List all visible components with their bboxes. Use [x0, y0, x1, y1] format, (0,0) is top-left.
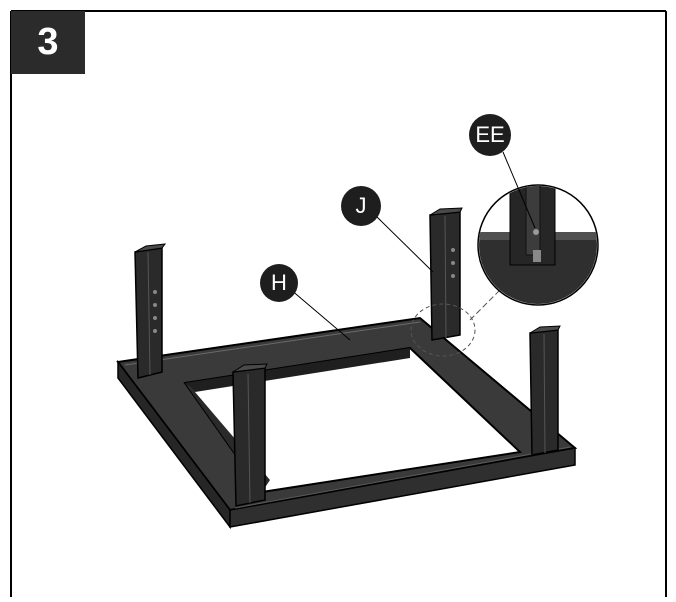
leader-ee [502, 151, 536, 229]
callout-j: J [341, 186, 381, 226]
callout-ee: EE [469, 114, 511, 156]
leader-h [289, 288, 351, 341]
leg-back-left [134, 243, 167, 379]
base-frame [116, 316, 578, 530]
leg-back-right [429, 207, 463, 341]
detail-marker [410, 303, 476, 357]
magnified-detail [477, 184, 599, 306]
leg-front-right [529, 325, 561, 456]
leader-j [374, 214, 434, 273]
callout-h: H [260, 264, 298, 302]
step-number-badge: 3 [11, 11, 85, 74]
leg-front-left [232, 363, 268, 507]
